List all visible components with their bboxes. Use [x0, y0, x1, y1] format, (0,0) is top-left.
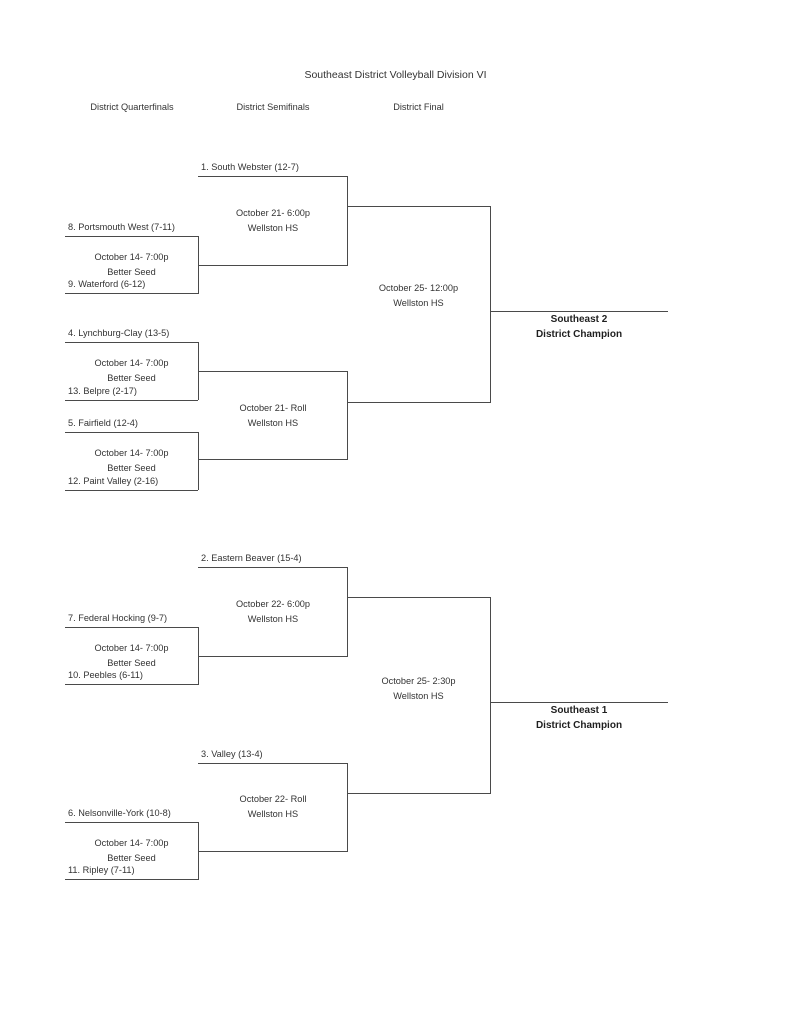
- game-info-sf1-when: October 21- 6:00p: [235, 208, 311, 218]
- slot-line-waterford: [65, 293, 198, 294]
- slot-line-fairfield: [65, 432, 198, 433]
- game-info-qf5-when: October 14- 7:00p: [94, 838, 169, 848]
- game-info-sf3: October 22- 6:00p Wellston HS: [198, 597, 348, 627]
- slot-line-eastern-beaver: [198, 567, 347, 568]
- team-label-waterford: 9. Waterford (6-12): [68, 279, 146, 289]
- slot-line-paint-valley: [65, 490, 198, 491]
- champion-bottom-title: Southeast 1: [550, 705, 608, 716]
- slot-line-nelsonville-york: [65, 822, 198, 823]
- team-label-fairfield: 5. Fairfield (12-4): [68, 418, 138, 428]
- sf1-connector: [347, 176, 348, 266]
- game-info-final-bottom: October 25- 2:30p Wellston HS: [347, 674, 490, 704]
- team-label-valley: 3. Valley (13-4): [201, 749, 263, 759]
- qf2-winner-line: [198, 371, 347, 372]
- champion-top-title: Southeast 2: [550, 314, 608, 325]
- slot-line-federal-hocking: [65, 627, 198, 628]
- game-info-qf2-when: October 14- 7:00p: [94, 358, 169, 368]
- column-header-final: District Final: [393, 102, 444, 112]
- game-info-sf2-where: Wellston HS: [247, 418, 299, 428]
- game-info-qf3-where: Better Seed: [107, 463, 156, 473]
- sf3-winner-line: [347, 597, 490, 598]
- page-title: Southeast District Volleyball Division V…: [304, 69, 487, 81]
- game-info-sf3-when: October 22- 6:00p: [235, 599, 311, 609]
- game-info-qf3-when: October 14- 7:00p: [94, 448, 169, 458]
- column-header-semifinals: District Semifinals: [236, 102, 310, 112]
- game-info-qf4-when: October 14- 7:00p: [94, 643, 169, 653]
- game-info-sf4-when: October 22- Roll: [239, 794, 307, 804]
- slot-line-belpre: [65, 400, 198, 401]
- final-top-connector: [490, 206, 491, 403]
- qf3-winner-line: [198, 459, 347, 460]
- game-info-final-top-where: Wellston HS: [393, 298, 444, 308]
- qf4-winner-line: [198, 656, 347, 657]
- slot-line-ripley: [65, 879, 198, 880]
- slot-line-peebles: [65, 684, 198, 685]
- qf5-winner-line: [198, 851, 347, 852]
- game-info-final-top-when: October 25- 12:00p: [378, 283, 459, 293]
- final-bottom-connector: [490, 597, 491, 794]
- team-label-ripley: 11. Ripley (7-11): [68, 865, 135, 875]
- champion-top-subtitle: District Champion: [535, 329, 623, 340]
- game-info-qf2-where: Better Seed: [107, 373, 156, 383]
- game-info-qf1-when: October 14- 7:00p: [94, 252, 169, 262]
- champion-label-southeast-1: Southeast 1 District Champion: [490, 703, 668, 733]
- game-info-qf4: October 14- 7:00p Better Seed: [65, 641, 198, 671]
- team-label-federal-hocking: 7. Federal Hocking (9-7): [68, 613, 168, 623]
- qf3-connector: [198, 432, 199, 490]
- game-info-final-bottom-where: Wellston HS: [393, 691, 444, 701]
- sf2-connector: [347, 371, 348, 460]
- game-info-qf5: October 14- 7:00p Better Seed: [65, 836, 198, 866]
- game-info-qf3: October 14- 7:00p Better Seed: [65, 446, 198, 476]
- team-label-south-webster: 1. South Webster (12-7): [201, 162, 299, 172]
- sf3-connector: [347, 567, 348, 657]
- game-info-sf1-where: Wellston HS: [247, 223, 299, 233]
- game-info-final-bottom-when: October 25- 2:30p: [381, 676, 456, 686]
- champion-bottom-subtitle: District Champion: [535, 720, 623, 731]
- game-info-qf1: October 14- 7:00p Better Seed: [65, 250, 198, 280]
- team-label-paint-valley: 12. Paint Valley (2-16): [68, 476, 159, 486]
- team-label-eastern-beaver: 2. Eastern Beaver (15-4): [201, 553, 302, 563]
- column-header-quarterfinals: District Quarterfinals: [90, 102, 174, 112]
- game-info-sf3-where: Wellston HS: [247, 614, 299, 624]
- game-info-qf5-where: Better Seed: [107, 853, 156, 863]
- team-label-nelsonville-york: 6. Nelsonville-York (10-8): [68, 808, 171, 818]
- game-info-qf1-where: Better Seed: [107, 267, 156, 277]
- game-info-qf2: October 14- 7:00p Better Seed: [65, 356, 198, 386]
- game-info-sf2-when: October 21- Roll: [239, 403, 307, 413]
- game-info-sf4-where: Wellston HS: [247, 809, 299, 819]
- champion-label-southeast-2: Southeast 2 District Champion: [490, 312, 668, 342]
- sf4-connector: [347, 763, 348, 852]
- game-info-qf4-where: Better Seed: [107, 658, 156, 668]
- slot-line-lynchburg-clay: [65, 342, 198, 343]
- game-info-sf2: October 21- Roll Wellston HS: [198, 401, 348, 431]
- slot-line-south-webster: [198, 176, 347, 177]
- game-info-sf1: October 21- 6:00p Wellston HS: [198, 206, 348, 236]
- sf1-winner-line: [347, 206, 490, 207]
- sf2-winner-line: [347, 402, 490, 403]
- champion-top-line: [490, 311, 668, 312]
- game-info-final-top: October 25- 12:00p Wellston HS: [347, 281, 490, 311]
- team-label-lynchburg-clay: 4. Lynchburg-Clay (13-5): [68, 328, 170, 338]
- slot-line-portsmouth-west: [65, 236, 198, 237]
- slot-line-valley: [198, 763, 347, 764]
- team-label-belpre: 13. Belpre (2-17): [68, 386, 137, 396]
- game-info-sf4: October 22- Roll Wellston HS: [198, 792, 348, 822]
- team-label-portsmouth-west: 8. Portsmouth West (7-11): [68, 222, 175, 232]
- champion-bottom-line: [490, 702, 668, 703]
- team-label-peebles: 10. Peebles (6-11): [68, 670, 143, 680]
- sf4-winner-line: [347, 793, 490, 794]
- qf1-winner-line: [198, 265, 347, 266]
